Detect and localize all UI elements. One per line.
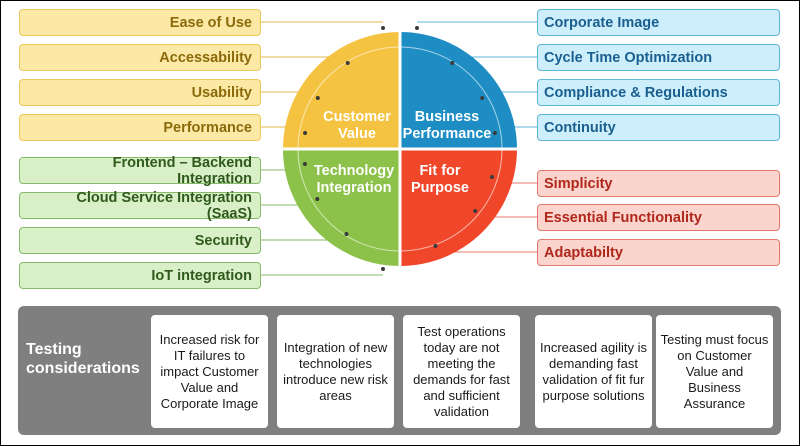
right-item-label: Cycle Time Optimization <box>544 49 713 66</box>
left-item-label: Usability <box>191 84 252 101</box>
business-performance-label-1: Business <box>415 109 479 125</box>
connector-dot <box>344 232 349 236</box>
left-item-label: Cloud Service Integration (SaaS) <box>76 189 252 222</box>
consideration-card-3: Test operations today are not meeting th… <box>403 315 520 428</box>
right-item-label: Simplicity <box>544 175 613 192</box>
fit-for-purpose-label-2: Purpose <box>411 180 469 196</box>
consideration-card-5: Testing must focus on Customer Value and… <box>656 315 773 428</box>
right-item-label: Compliance & Regulations <box>544 84 728 101</box>
left-item-usability: Usability <box>19 79 261 106</box>
customer-value-label-1: Customer <box>323 109 391 125</box>
right-item-adaptabilty: Adaptabilty <box>537 239 780 266</box>
ring-customer-value <box>283 32 400 149</box>
consideration-card-2: Integration of new technologies introduc… <box>277 315 394 428</box>
connector-dot <box>302 162 307 166</box>
connector-dot <box>315 197 320 201</box>
right-item-label: Continuity <box>544 119 616 136</box>
connector-dot <box>480 96 485 100</box>
left-item-performance: Performance <box>19 114 261 141</box>
ring-technology-integration <box>283 149 400 266</box>
connector-dot <box>345 61 350 65</box>
left-item-label: Accessability <box>159 49 252 66</box>
ring-fit-for-purpose <box>400 149 517 266</box>
right-item-label: Essential Functionality <box>544 209 702 226</box>
connector-dot <box>315 96 320 100</box>
technology-integration-label-1: Technology <box>314 163 394 179</box>
left-item-frontend-backend: Frontend – Backend Integration <box>19 154 261 187</box>
technology-integration-label-2: Integration <box>317 180 392 196</box>
left-item-iot-integration: IoT integration <box>19 262 261 289</box>
right-item-cycle-time: Cycle Time Optimization <box>537 44 780 71</box>
right-item-compliance: Compliance & Regulations <box>537 79 780 106</box>
fit-for-purpose-label-1: Fit for <box>419 163 460 179</box>
business-performance-label-2: Performance <box>403 126 492 142</box>
left-item-accessability: Accessability <box>19 44 261 71</box>
ring-business-performance <box>400 32 517 149</box>
right-item-simplicity: Simplicity <box>537 170 780 197</box>
connector-dot <box>381 267 386 271</box>
connector-dot <box>450 61 455 65</box>
consideration-card-4: Increased agility is demanding fast vali… <box>535 315 652 428</box>
right-item-essential-functionality: Essential Functionality <box>537 204 780 231</box>
left-item-label: Security <box>194 232 252 249</box>
left-item-cloud-service: Cloud Service Integration (SaaS) <box>19 189 261 222</box>
right-item-label: Corporate Image <box>544 14 660 31</box>
customer-value-label-2: Value <box>338 126 376 142</box>
left-item-label: Performance <box>163 119 252 136</box>
connector-dot <box>381 26 386 30</box>
left-item-label: IoT integration <box>151 267 252 284</box>
right-item-label: Adaptabilty <box>544 244 623 261</box>
connector-dot <box>303 131 308 135</box>
connector-dot <box>492 131 497 135</box>
connector-dot <box>473 209 478 213</box>
right-item-continuity: Continuity <box>537 114 780 141</box>
left-item-ease-of-use: Ease of Use <box>19 9 261 36</box>
connector-dot <box>489 175 494 179</box>
consideration-card-1: Increased risk for IT failures to impact… <box>151 315 268 428</box>
testing-considerations-title: Testing considerations <box>26 341 140 377</box>
connector-dot <box>433 244 438 248</box>
left-item-label: Ease of Use <box>169 14 252 31</box>
testing-considerations-panel: Testing considerations Increased risk fo… <box>18 306 781 435</box>
connector-dot <box>414 26 419 30</box>
right-item-corporate-image: Corporate Image <box>537 9 780 36</box>
left-item-security: Security <box>19 227 261 254</box>
left-item-label: Frontend – Backend Integration <box>112 154 252 187</box>
